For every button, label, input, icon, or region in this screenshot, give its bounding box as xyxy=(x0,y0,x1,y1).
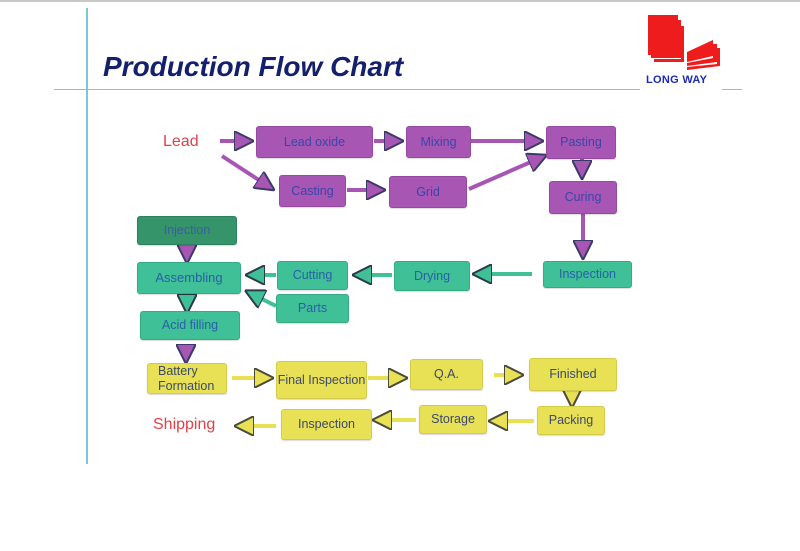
vertical-rule-line xyxy=(86,8,88,464)
long-way-logo-icon xyxy=(648,15,720,70)
stage-qa: Q.A. xyxy=(410,359,483,390)
top-border xyxy=(0,0,800,2)
logo-text: LONG WAY xyxy=(646,74,708,86)
stage-inspection-yellow: Inspection xyxy=(281,409,372,440)
arrow-parts-assembling xyxy=(252,294,277,306)
stage-battery-formation: Battery Formation xyxy=(147,363,227,394)
stage-grid: Grid xyxy=(389,176,467,208)
page-title: Production Flow Chart xyxy=(103,51,404,82)
stage-casting: Casting xyxy=(279,175,346,207)
stage-lead-oxide: Lead oxide xyxy=(256,126,373,158)
arrow-lead-casting xyxy=(220,154,268,186)
arrow-grid-pasting xyxy=(468,158,540,191)
stage-parts: Parts xyxy=(276,294,349,323)
stage-packing: Packing xyxy=(537,406,605,435)
stage-storage: Storage xyxy=(419,405,487,434)
horizontal-rule-line xyxy=(54,89,640,90)
stage-mixing: Mixing xyxy=(406,126,471,158)
stage-cutting: Cutting xyxy=(277,261,348,290)
stage-injection: Injection xyxy=(137,216,237,245)
stage-final-inspection: Final Inspection xyxy=(276,361,367,399)
stage-pasting: Pasting xyxy=(546,126,616,159)
horizontal-rule-line-right xyxy=(722,89,742,90)
stage-assembling: Assembling xyxy=(137,262,241,294)
stage-acid-filling: Acid filling xyxy=(140,311,240,340)
end-label-shipping: Shipping xyxy=(153,416,216,433)
stage-curing: Curing xyxy=(549,181,617,214)
stage-finished: Finished xyxy=(529,358,617,391)
start-label-lead: Lead xyxy=(163,133,199,150)
stage-inspection-green: Inspection xyxy=(543,261,632,288)
stage-drying: Drying xyxy=(394,261,470,291)
